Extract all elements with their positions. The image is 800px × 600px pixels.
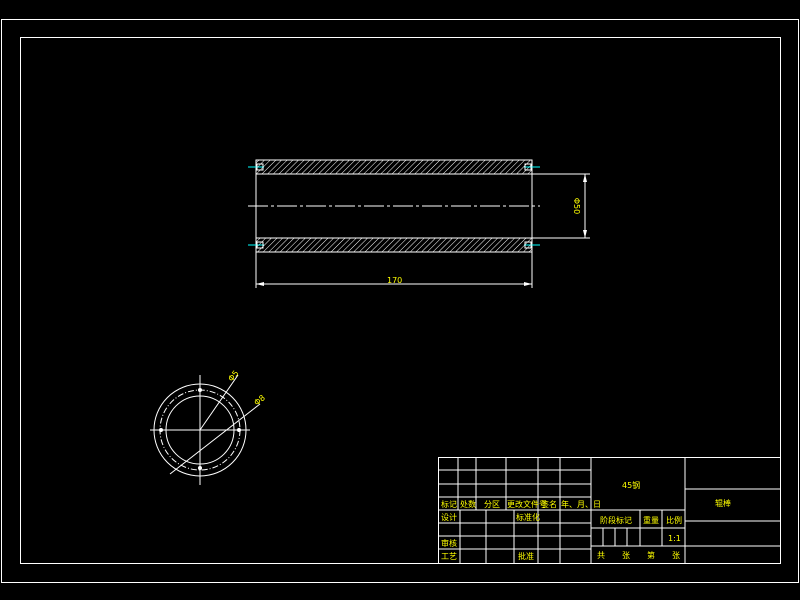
label-scale: 比例	[666, 515, 682, 525]
label-count: 处数	[460, 499, 476, 509]
front-view: 170 Φ50	[248, 159, 590, 288]
diameter-dimension: Φ50	[572, 198, 581, 214]
scale-value: 1:1	[668, 534, 681, 543]
hole-diameter-label: Φ8	[252, 393, 267, 407]
label-designer: 设计	[441, 512, 457, 522]
label-change-doc: 更改文件号	[507, 499, 547, 509]
length-dimension: 170	[387, 276, 402, 285]
title-block: 标记 处数 分区 更改文件号 签名 年、月、日 设计 标准化 阶段标记 重量 比…	[438, 457, 781, 564]
lower-wall-hatch	[255, 237, 533, 253]
label-approve: 批准	[518, 551, 534, 561]
label-standardize: 标准化	[516, 512, 540, 522]
sheets-page: 第	[647, 550, 655, 560]
upper-wall-hatch	[255, 159, 533, 175]
label-mark: 标记	[441, 499, 457, 509]
sheets-zhang2: 张	[672, 551, 680, 560]
label-date: 年、月、日	[561, 499, 601, 509]
label-weight: 重量	[643, 515, 659, 525]
label-process: 工艺	[441, 552, 457, 561]
inner-border	[20, 37, 781, 564]
material-text: 45钢	[622, 480, 640, 490]
label-reviewer: 审核	[441, 538, 457, 548]
part-name: 辊棒	[715, 498, 731, 508]
inner-diameter-label: Φ5	[226, 369, 240, 384]
side-view: Φ5 Φ8	[150, 369, 267, 485]
label-signature: 签名	[541, 499, 557, 509]
label-stage-mark: 阶段标记	[600, 515, 632, 525]
label-zone: 分区	[484, 500, 500, 509]
sheets-total: 共	[597, 551, 605, 560]
outer-border	[1, 19, 799, 583]
sheets-zhang1: 张	[622, 551, 630, 560]
